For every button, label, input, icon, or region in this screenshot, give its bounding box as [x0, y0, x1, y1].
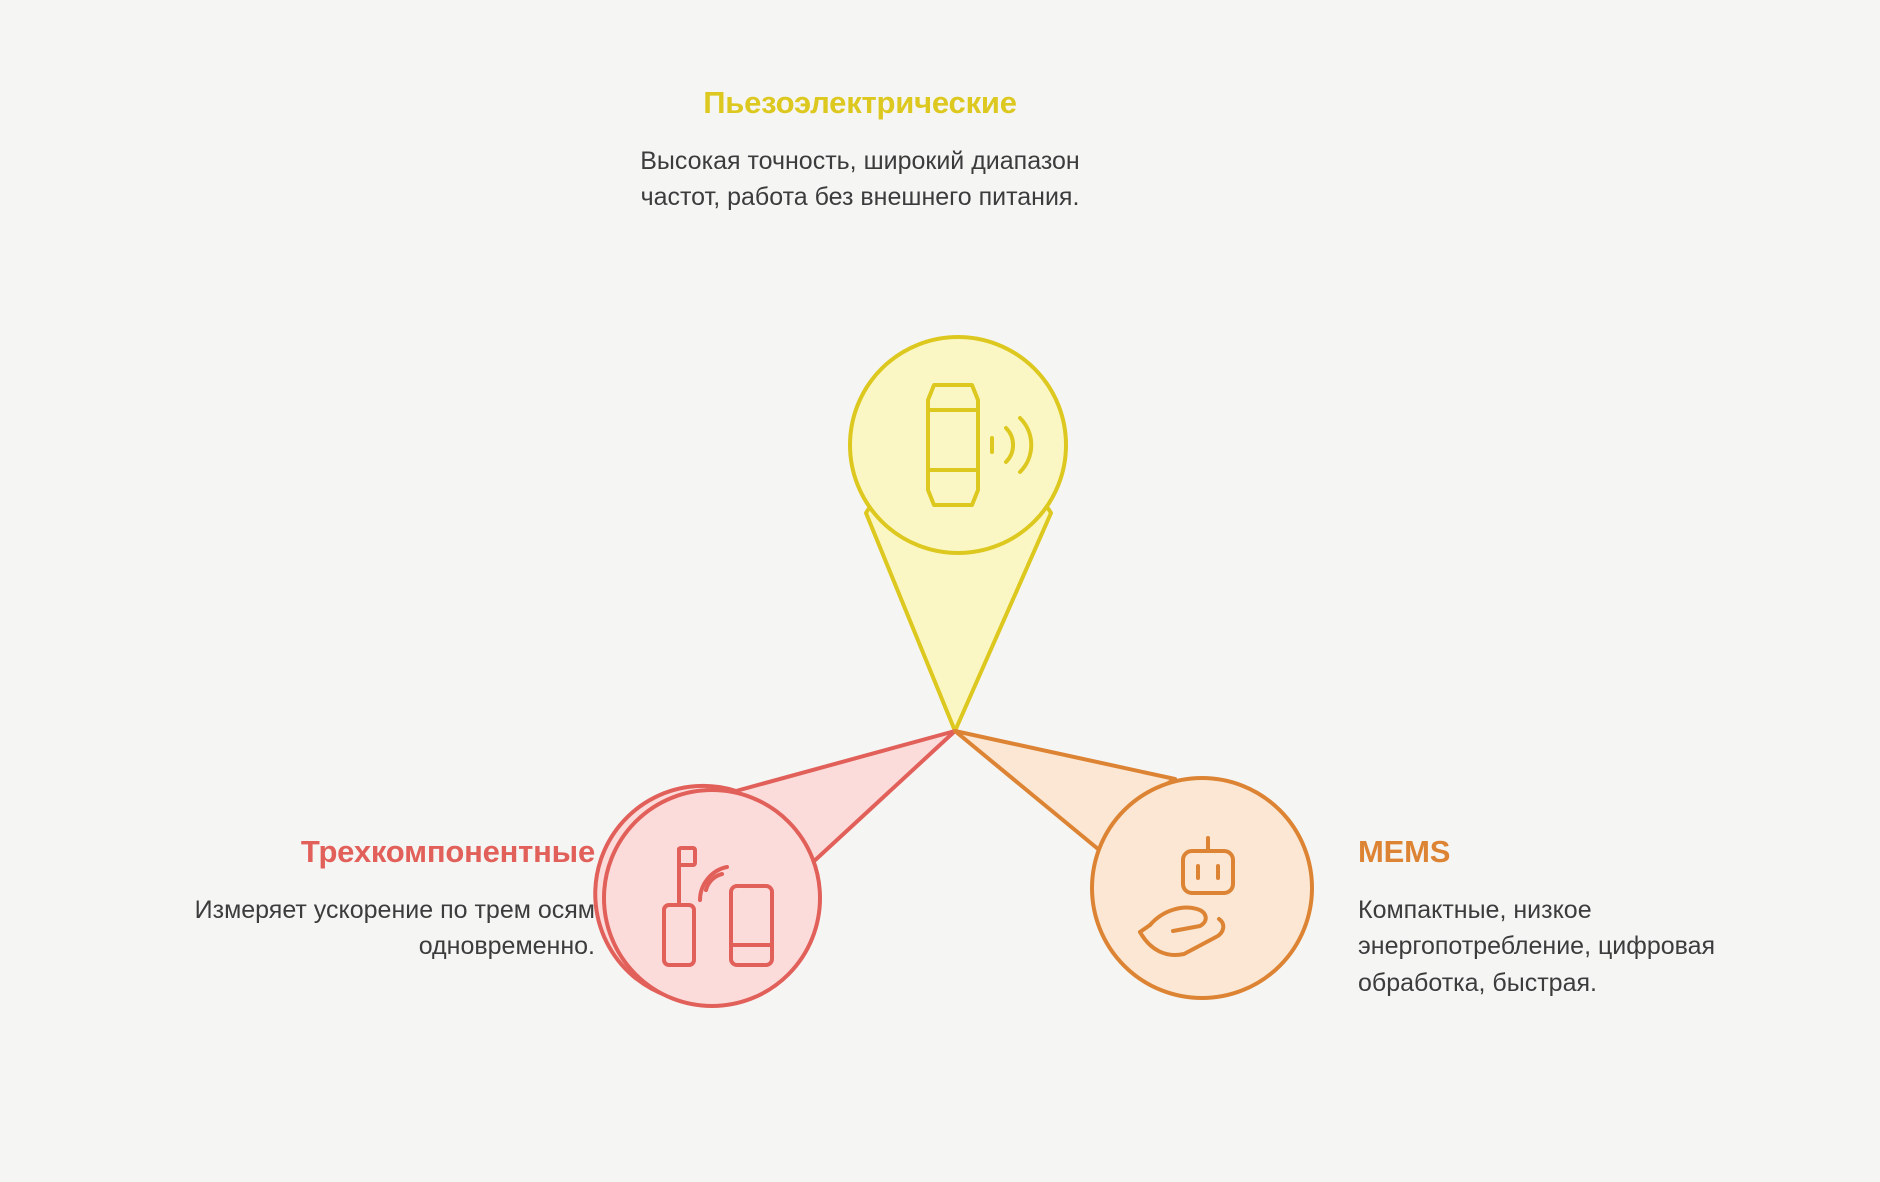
pin-mems[interactable]	[953, 729, 1314, 1000]
vibration-sensor-icon	[926, 383, 1034, 507]
antenna-sensor-receiver-icon	[662, 846, 774, 967]
node-title-three-component: Трехкомпонентные	[300, 834, 595, 869]
node-text-three-component: Трехкомпонентные Измеряет ускорение по т…	[100, 833, 596, 965]
node-description-three-component: Измеряет ускорение по трем осям одноврем…	[194, 896, 595, 961]
node-description-mems: Компактные, низкое энергопотребление, ци…	[1358, 896, 1716, 997]
pin-circle-piezoelectric	[848, 335, 1068, 555]
pin-piezoelectric[interactable]	[848, 335, 1068, 733]
node-title-mems: MEMS	[1358, 834, 1451, 869]
node-description-piezoelectric: Высокая точность, широкий диапазон часто…	[640, 147, 1080, 212]
hand-holding-chip-icon	[1138, 836, 1235, 957]
node-text-piezoelectric: Пьезоэлектрические Высокая точность, шир…	[620, 84, 1100, 216]
pin-circle-mems	[1090, 776, 1314, 1000]
pin-circle-three-component	[602, 788, 822, 1008]
node-title-piezoelectric: Пьезоэлектрические	[703, 85, 1017, 120]
pin-three-component[interactable]	[593, 729, 957, 1008]
node-text-mems: MEMS Компактные, низкое энергопотреблени…	[1358, 833, 1778, 1001]
